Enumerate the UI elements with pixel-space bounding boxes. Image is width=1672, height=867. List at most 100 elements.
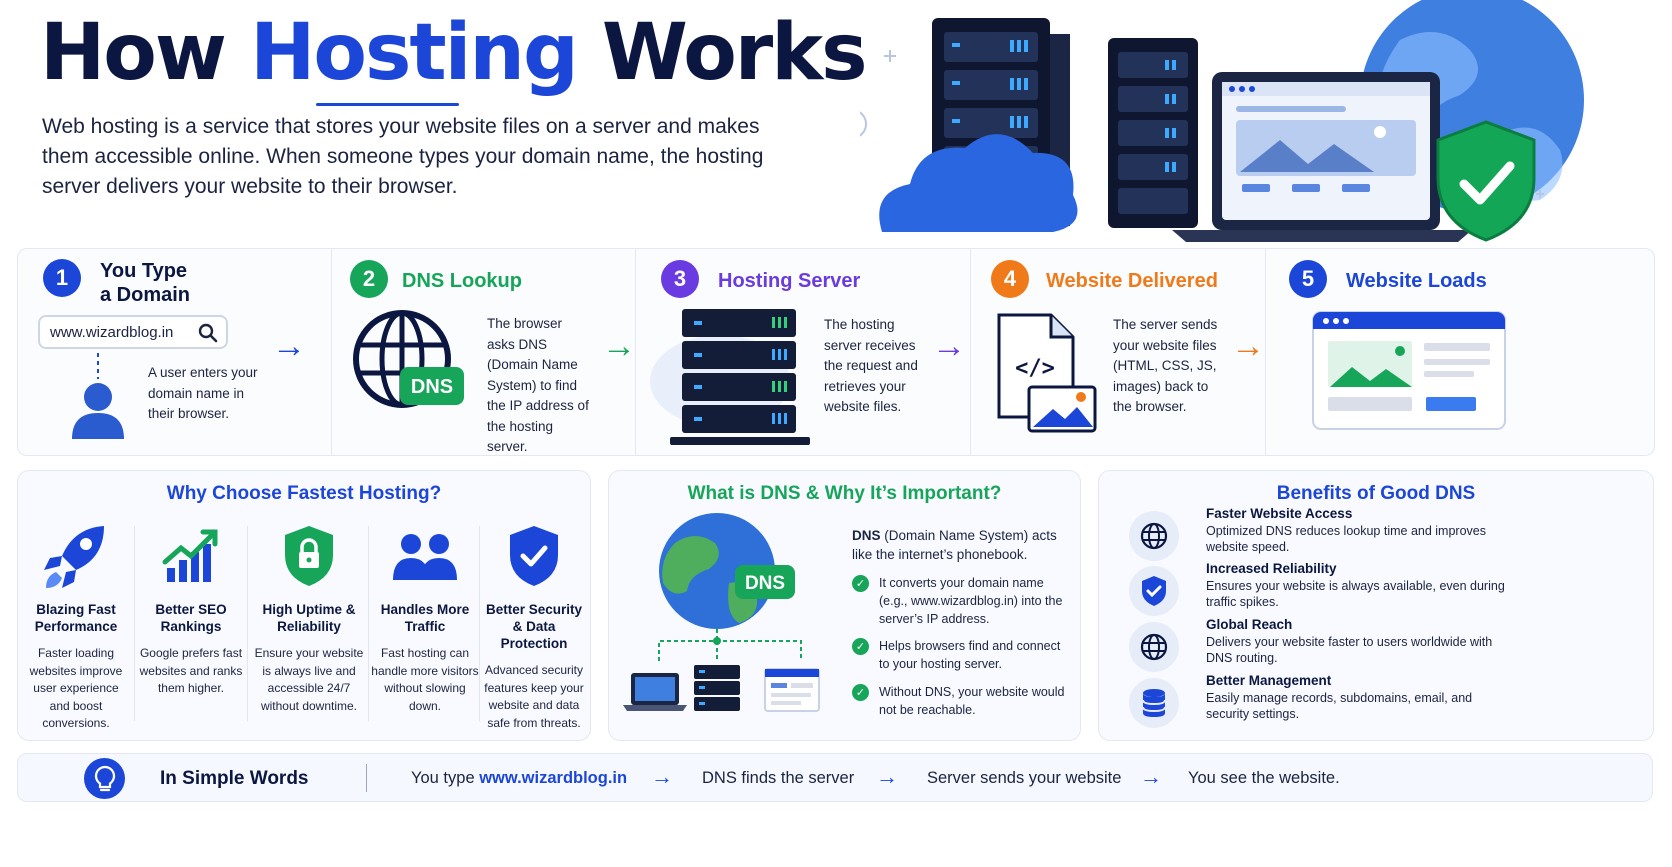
cloud-icon	[879, 134, 1078, 232]
benefit-title: Faster Website Access	[1206, 506, 1353, 521]
globe-icon	[1140, 522, 1168, 550]
step-website-loads: 5 Website Loads	[1266, 249, 1654, 455]
domain-search-input[interactable]: www.wizardblog.in	[38, 315, 228, 349]
arrow-icon: →	[602, 327, 636, 365]
benefit-title: Increased Reliability	[1206, 561, 1337, 576]
dns-point: ✓Helps browsers find and connect to your…	[852, 637, 1067, 673]
step-website-delivered: 4 Website Delivered </> The server sends…	[971, 249, 1266, 455]
page-title: How Hosting Works	[40, 8, 868, 98]
benefit-text: Delivers your website faster to users wo…	[1206, 635, 1493, 665]
why-item-title: Better SEO Rankings	[155, 602, 227, 634]
why-item-text: Ensure your website is always live and a…	[254, 646, 364, 713]
step-number-badge: 1	[43, 259, 81, 297]
shield-icon	[1142, 576, 1166, 606]
step-description: The browser asks DNS (Domain Name System…	[487, 316, 589, 454]
dns-badge-label: DNS	[411, 376, 453, 398]
benefit-item: Global Reach Delivers your website faste…	[1129, 617, 1639, 672]
step-dns-lookup: 2 DNS Lookup DNS The browser asks DNS (D…	[332, 249, 636, 455]
benefits-panel-title: Benefits of Good DNS	[1276, 483, 1476, 504]
simple-step-1: You type www.wizardblog.in	[411, 769, 628, 787]
domain-link: www.wizardblog.in	[479, 769, 628, 787]
growth-chart-icon	[162, 529, 218, 582]
lightbulb-icon	[84, 758, 125, 799]
step-number-badge: 2	[350, 260, 388, 298]
arrow-icon: →	[876, 764, 898, 789]
arrow-icon: →	[651, 764, 673, 789]
step-number-badge: 3	[661, 260, 699, 298]
simple-step-4: You see the website.	[1188, 769, 1340, 787]
dns-network-diagram: DNS	[623, 513, 820, 712]
why-panel-title: Why Choose Fastest Hosting?	[166, 483, 442, 504]
why-item-text: Advanced security features keep your web…	[484, 663, 584, 730]
dns-point: ✓Without DNS, your website would not be …	[852, 683, 1067, 719]
arrow-icon: →	[272, 327, 306, 365]
benefit-text: Easily manage records, subdomains, email…	[1206, 691, 1473, 721]
lock-shield-icon	[285, 526, 333, 586]
divider	[366, 764, 367, 792]
benefits-panel: Benefits of Good DNS Faster Website Acce…	[1098, 470, 1654, 741]
users-icon	[393, 534, 457, 580]
why-item-traffic: Handles More Traffic Fast hosting can ha…	[369, 521, 481, 721]
search-icon[interactable]	[196, 321, 220, 345]
why-choose-panel: Why Choose Fastest Hosting? Blazing Fast…	[17, 470, 591, 741]
database-icon	[1142, 689, 1166, 717]
laptop-icon	[623, 673, 687, 711]
why-item-title: Blazing Fast Performance	[34, 602, 118, 634]
hosting-illustration	[860, 0, 1584, 242]
server-icon	[694, 665, 740, 711]
browser-window-icon	[764, 668, 820, 712]
benefit-title: Global Reach	[1206, 617, 1293, 632]
benefit-text: Ensures your website is always available…	[1206, 579, 1505, 609]
user-icon	[72, 353, 124, 439]
simple-words-title: In Simple Words	[160, 768, 309, 789]
why-item-title: High Uptime & Reliability	[262, 602, 356, 634]
server-icon	[650, 309, 810, 445]
check-shield-icon	[1436, 120, 1536, 242]
rocket-icon	[44, 526, 104, 588]
why-item-seo: Better SEO Rankings Google prefers fast …	[136, 521, 246, 721]
why-item-text: Fast hosting can handle more visitors wi…	[371, 646, 479, 713]
arrow-icon: →	[1231, 327, 1265, 365]
step-title: DNS Lookup	[402, 270, 522, 292]
step-number-badge: 5	[1289, 260, 1327, 298]
image-icon	[1027, 385, 1097, 433]
dns-point: ✓It converts your domain name (e.g., www…	[852, 574, 1067, 628]
browser-window-icon	[1312, 311, 1506, 430]
why-item-security: Better Security & Data Protection Advanc…	[480, 521, 588, 730]
check-shield-icon	[510, 526, 558, 586]
why-item-title: Handles More Traffic	[380, 602, 470, 634]
code-file-icon: </>	[997, 313, 1097, 433]
globe-icon: DNS	[353, 310, 464, 408]
benefit-item: Better Management Easily manage records,…	[1129, 673, 1639, 728]
in-simple-words-bar: In Simple Words You type www.wizardblog.…	[17, 753, 1653, 802]
step-description: A user enters your domain name in their …	[148, 365, 258, 421]
why-item-fast: Blazing Fast Performance Faster loading …	[22, 521, 130, 730]
what-is-dns-panel: What is DNS & Why It’s Important? DNS DN…	[608, 470, 1081, 741]
simple-step-2: DNS finds the server	[702, 769, 855, 787]
title-accent: Hosting	[250, 8, 579, 98]
why-item-uptime: High Uptime & Reliability Ensure your we…	[250, 521, 368, 721]
benefit-item: Faster Website Access Optimized DNS redu…	[1129, 506, 1639, 561]
step-title: Website Delivered	[1046, 270, 1218, 292]
hero-description: Web hosting is a service that stores you…	[42, 115, 764, 198]
step-title: Hosting Server	[718, 270, 861, 292]
why-item-text: Faster loading websites improve user exp…	[29, 646, 123, 730]
dns-globe-badge: DNS	[745, 573, 785, 594]
why-item-title: Better Security & Data Protection	[485, 602, 583, 651]
step-description: The hosting server receives the request …	[824, 317, 918, 414]
laptop-icon	[1172, 72, 1472, 242]
simple-step-3: Server sends your website	[927, 769, 1122, 787]
arrow-icon: →	[932, 327, 966, 365]
why-item-text: Google prefers fast websites and ranks t…	[139, 646, 243, 695]
globe-icon	[1140, 633, 1168, 661]
benefit-item: Increased Reliability Ensures your websi…	[1129, 561, 1639, 616]
check-icon: ✓	[852, 684, 869, 701]
step-description: The server sends your website files (HTM…	[1113, 317, 1218, 414]
step-title: Website Loads	[1346, 270, 1487, 292]
svg-text:</>: </>	[1015, 356, 1055, 381]
arrow-icon: →	[1140, 764, 1162, 789]
dns-intro: DNS (Domain Name System) acts like the i…	[852, 528, 1057, 562]
